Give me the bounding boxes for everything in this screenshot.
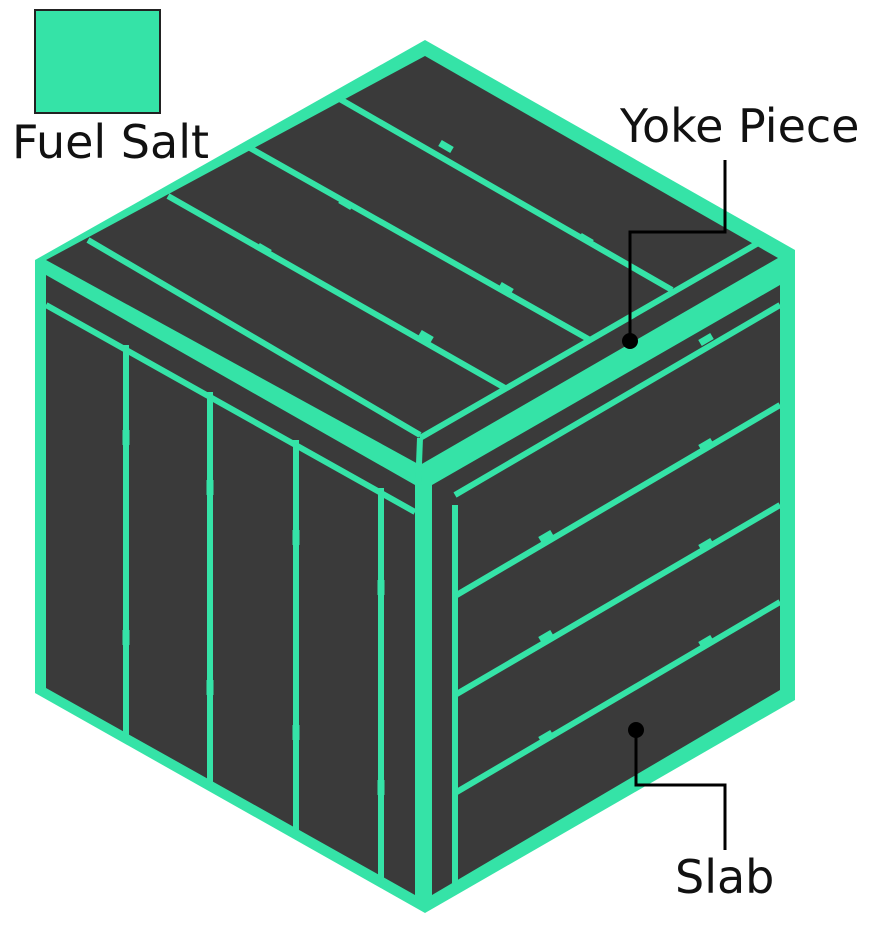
slab-break: [256, 242, 272, 257]
slab-label: Slab: [675, 850, 774, 904]
right-channel: [453, 502, 782, 698]
slab-break: [578, 232, 594, 247]
left-channel: [44, 302, 417, 515]
right-channel: [453, 302, 782, 498]
salt-channels: [44, 95, 782, 890]
slab-break: [498, 281, 514, 296]
slab-break: [538, 629, 554, 644]
fuel-salt-swatch: [34, 9, 161, 114]
slab-break: [538, 729, 554, 744]
top-channel: [248, 145, 592, 343]
yoke-piece-leader: [628, 160, 727, 340]
slab-break: [698, 634, 714, 649]
left-face: [46, 275, 415, 895]
slab-break: [698, 332, 714, 347]
right-channel: [453, 599, 782, 796]
fuel-salt-legend-label: Fuel Salt: [12, 115, 209, 169]
yoke-piece-label: Yoke Piece: [619, 99, 859, 153]
graphite-moderator: [46, 56, 780, 895]
slab-breaks: [122, 139, 714, 795]
slab-break: [418, 329, 434, 344]
yoke-channel: [418, 239, 762, 441]
slab-break: [338, 196, 354, 211]
yoke-piece-marker: [622, 333, 638, 349]
top-channel: [166, 193, 507, 391]
slab-leader: [634, 730, 727, 850]
right-face: [432, 285, 780, 895]
slab-break: [538, 529, 554, 544]
slab-marker: [628, 722, 644, 738]
top-channel: [336, 95, 674, 293]
corner-channel: [415, 437, 423, 491]
right-channel: [453, 402, 782, 599]
top-face: [46, 56, 778, 465]
slab-break: [698, 437, 714, 452]
top-channel: [86, 237, 422, 438]
slab-break: [438, 139, 454, 154]
slab-break: [698, 537, 714, 552]
leader-lines: [628, 160, 727, 850]
